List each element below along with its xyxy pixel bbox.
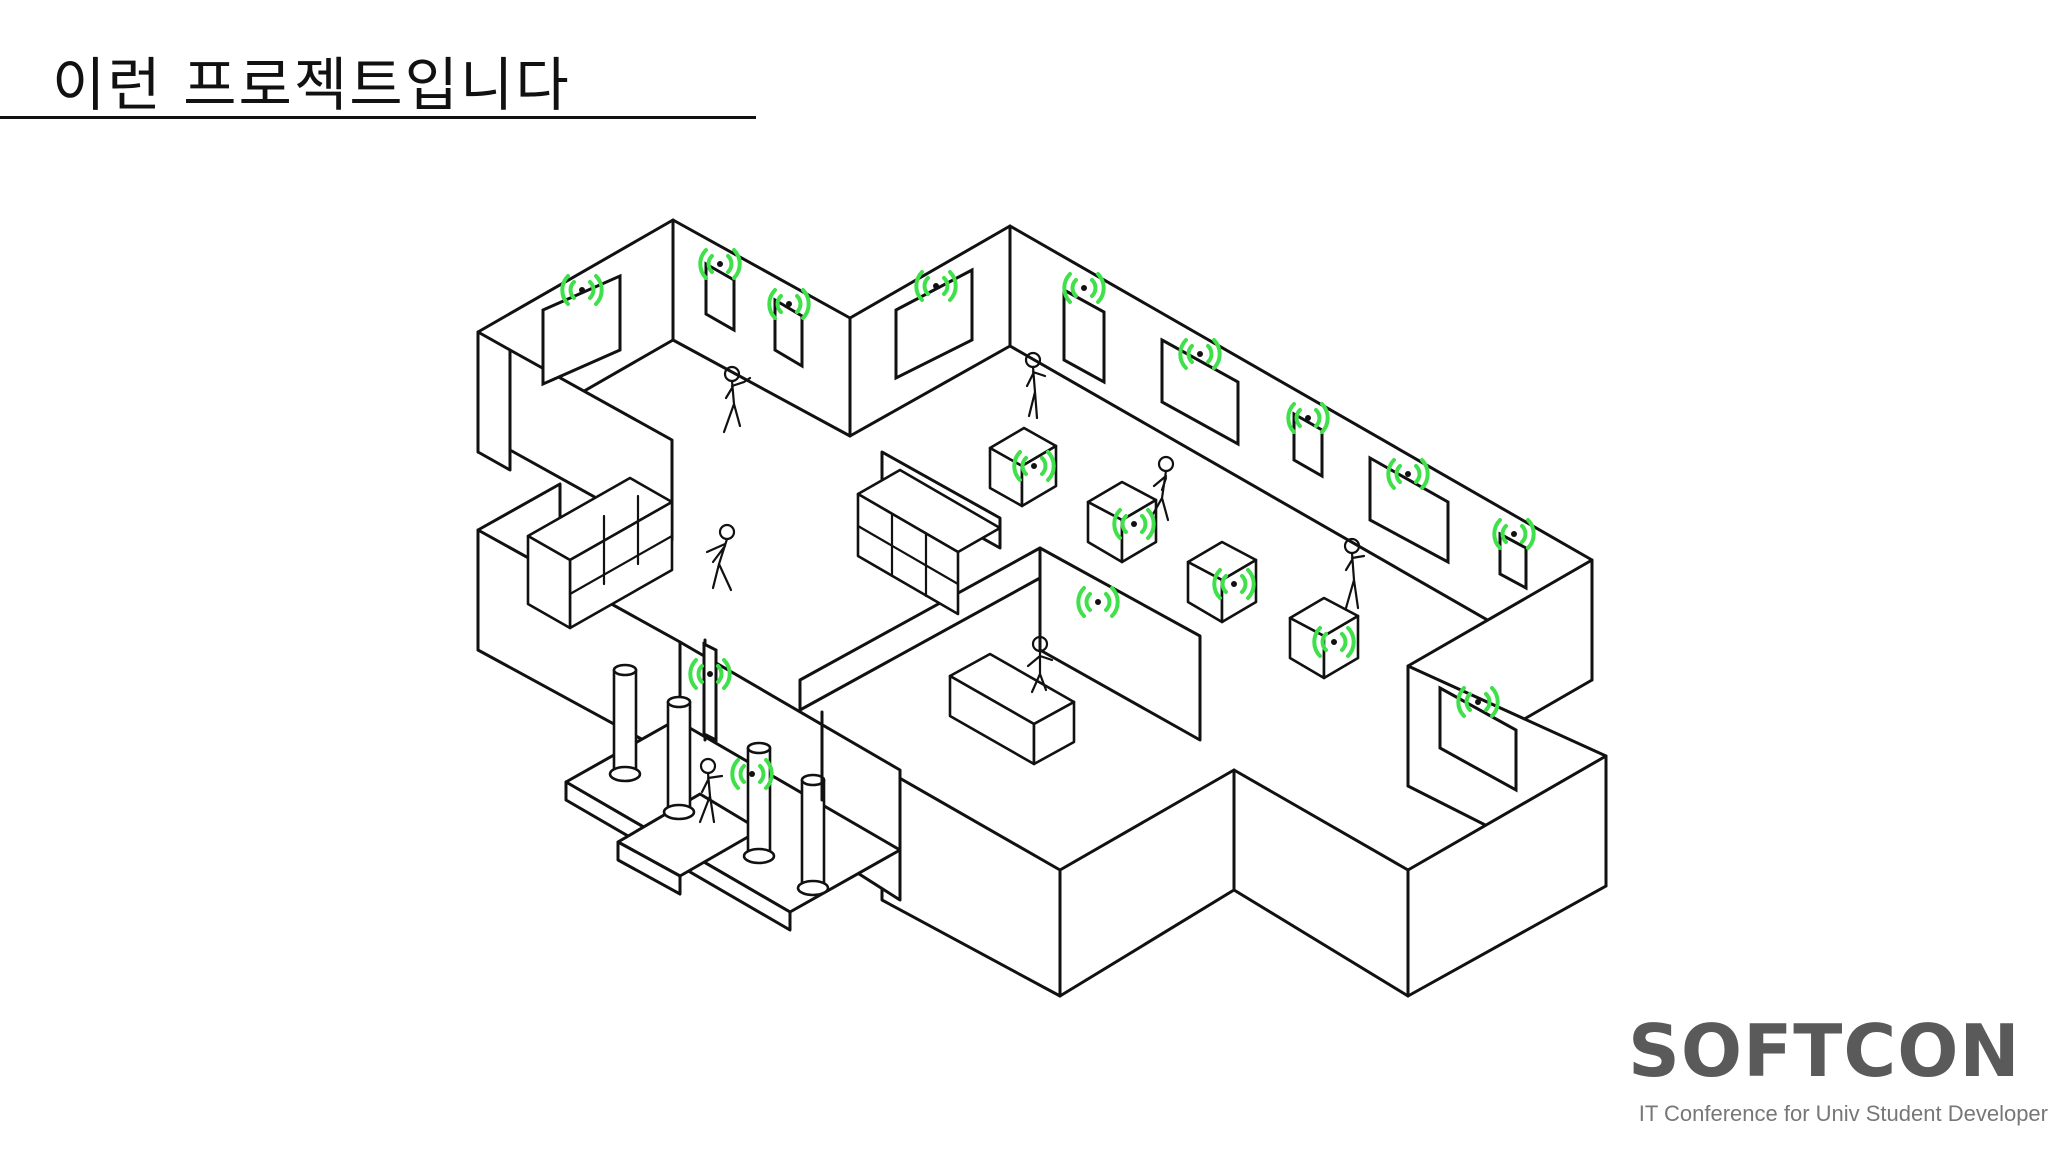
wireless-signal-icon bbox=[698, 248, 742, 280]
page-title: 이런 프로젝트입니다 bbox=[52, 51, 571, 119]
wall-top-left bbox=[671, 218, 852, 438]
softcon-logo: SOFTCON bbox=[1628, 1009, 2021, 1093]
wall-bottom-center bbox=[1058, 768, 1236, 998]
wall-panel bbox=[773, 297, 804, 369]
wall-room-left bbox=[798, 546, 1042, 712]
visitors bbox=[698, 351, 1366, 824]
wireless-signal-icon bbox=[688, 658, 732, 690]
wall-left-upper-side bbox=[476, 330, 512, 472]
wireless-signal-icon bbox=[560, 274, 604, 306]
wall-bottom-mid bbox=[1232, 768, 1410, 998]
stick-figure-icon bbox=[1343, 537, 1366, 610]
brand-block: SOFTCON IT Conference for Univ Student D… bbox=[1628, 1015, 2048, 1127]
stick-figure-icon bbox=[722, 365, 752, 434]
exhibit-boxes bbox=[948, 426, 1360, 766]
wireless-signal-icon bbox=[730, 758, 774, 790]
exhibit-box bbox=[1288, 596, 1360, 680]
stick-figure-icon bbox=[1024, 351, 1047, 420]
brand-tagline: IT Conference for Univ Student Developer bbox=[1638, 1101, 2048, 1126]
wall-panel bbox=[704, 261, 736, 333]
wall-panel bbox=[1062, 287, 1106, 385]
wireless-signal-icon bbox=[1492, 518, 1536, 550]
wireless-signal-icon bbox=[1178, 338, 1222, 370]
pillar bbox=[742, 741, 776, 865]
wall-panel bbox=[702, 641, 718, 743]
pillar bbox=[608, 663, 642, 783]
wireless-signal-icon bbox=[767, 288, 811, 320]
wireless-signal-icon bbox=[1456, 686, 1500, 718]
wireless-signal-icon bbox=[1012, 450, 1056, 482]
reception-desk bbox=[948, 652, 1076, 766]
stick-figure-icon bbox=[1150, 455, 1175, 522]
exhibit-box bbox=[1186, 540, 1258, 624]
wireless-signal-icon bbox=[1286, 402, 1330, 434]
stick-figure-icon bbox=[1026, 635, 1054, 694]
wireless-signal-icon bbox=[1112, 508, 1156, 540]
wall-bottom-left bbox=[880, 766, 1062, 998]
pillar bbox=[796, 773, 830, 897]
stick-figure-icon bbox=[698, 757, 724, 824]
wall-panel bbox=[1292, 411, 1324, 479]
wall-panels bbox=[541, 261, 1528, 793]
wall-panel bbox=[1498, 531, 1528, 591]
wireless-signal-icon bbox=[1212, 568, 1256, 600]
title-underline bbox=[0, 116, 756, 119]
pillar bbox=[662, 695, 696, 821]
exhibit-box bbox=[988, 426, 1058, 508]
wireless-signal-icon bbox=[1386, 458, 1430, 490]
sensor-icons bbox=[560, 248, 1536, 790]
wireless-signal-icon bbox=[1062, 272, 1106, 304]
wireless-signal-icon bbox=[1312, 626, 1356, 658]
stick-figure-icon bbox=[705, 523, 736, 592]
wireless-signal-icon bbox=[1076, 586, 1120, 618]
wireless-signal-icon bbox=[914, 270, 958, 302]
shelving bbox=[526, 468, 1002, 630]
building-walls bbox=[476, 218, 1608, 998]
